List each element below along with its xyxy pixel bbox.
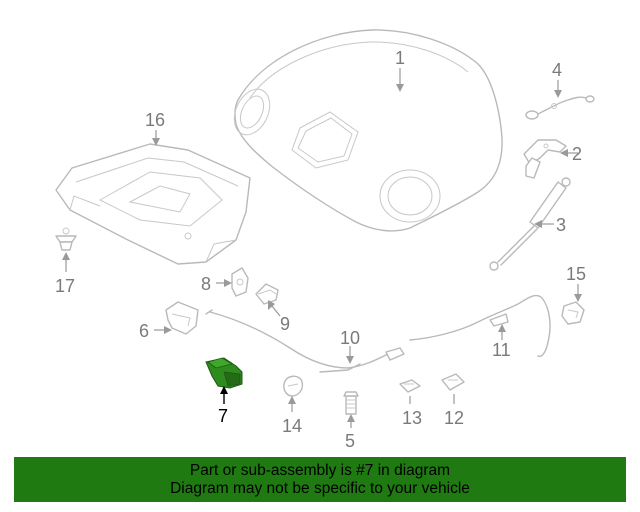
cable-clip[interactable] <box>399 379 421 393</box>
leader-9 <box>271 305 281 317</box>
arrow-6 <box>164 326 172 334</box>
callout-9[interactable]: 9 <box>280 314 290 334</box>
banner-line-2: Diagram may not be specific to your vehi… <box>170 479 470 497</box>
arrow-9 <box>268 300 275 310</box>
callout-3[interactable]: 3 <box>556 215 566 235</box>
arrow-3 <box>534 220 542 228</box>
callout-12[interactable]: 12 <box>444 408 464 428</box>
grommet[interactable] <box>283 375 304 397</box>
callout-13[interactable]: 13 <box>402 408 422 428</box>
bolt[interactable] <box>343 391 359 415</box>
arrow-1 <box>396 84 404 92</box>
release-cable-rear[interactable] <box>409 294 551 358</box>
retainer-clip[interactable] <box>441 373 465 391</box>
info-banner: Part or sub-assembly is #7 in diagram Di… <box>14 457 626 502</box>
small-bracket[interactable] <box>231 267 249 297</box>
arrow-5 <box>347 414 355 422</box>
arrow-4 <box>554 90 562 98</box>
arrow-15 <box>574 294 582 302</box>
arrow-2 <box>560 149 568 157</box>
hood-latch-highlighted[interactable] <box>205 357 243 389</box>
release-handle[interactable] <box>561 301 585 325</box>
callout-2[interactable]: 2 <box>572 144 582 164</box>
callout-5[interactable]: 5 <box>345 431 355 451</box>
callout-11[interactable]: 11 <box>492 340 511 360</box>
callout-14[interactable]: 14 <box>282 416 302 436</box>
arrow-17 <box>62 252 70 260</box>
release-cable-front[interactable] <box>205 309 405 373</box>
hood-panel[interactable] <box>227 29 503 232</box>
arrow-16 <box>152 138 160 146</box>
callout-15[interactable]: 15 <box>566 264 586 284</box>
ground-cable[interactable] <box>525 95 595 120</box>
callout-1[interactable]: 1 <box>395 48 405 68</box>
arrow-10 <box>346 356 354 364</box>
rubber-stop[interactable] <box>255 283 279 305</box>
callout-8[interactable]: 8 <box>201 274 211 294</box>
push-clip[interactable] <box>55 227 77 251</box>
callout-7[interactable]: 7 <box>218 406 228 426</box>
hood-insulation-pad[interactable] <box>55 143 251 265</box>
arrow-7 <box>220 386 228 394</box>
arrow-14 <box>288 396 296 404</box>
hood-hinge[interactable] <box>523 139 567 179</box>
callout-4[interactable]: 4 <box>552 60 562 80</box>
arrow-8 <box>224 279 232 287</box>
callout-6[interactable]: 6 <box>139 321 149 341</box>
gas-strut[interactable] <box>489 177 571 271</box>
exploded-parts-diagram: 1 16 17 4 <box>55 29 595 451</box>
arrow-11 <box>498 324 506 332</box>
callout-16[interactable]: 16 <box>145 110 165 130</box>
latch-bracket[interactable] <box>165 301 199 335</box>
callout-17[interactable]: 17 <box>55 276 75 296</box>
callout-10[interactable]: 10 <box>340 328 360 348</box>
banner-line-1: Part or sub-assembly is #7 in diagram <box>189 461 451 479</box>
